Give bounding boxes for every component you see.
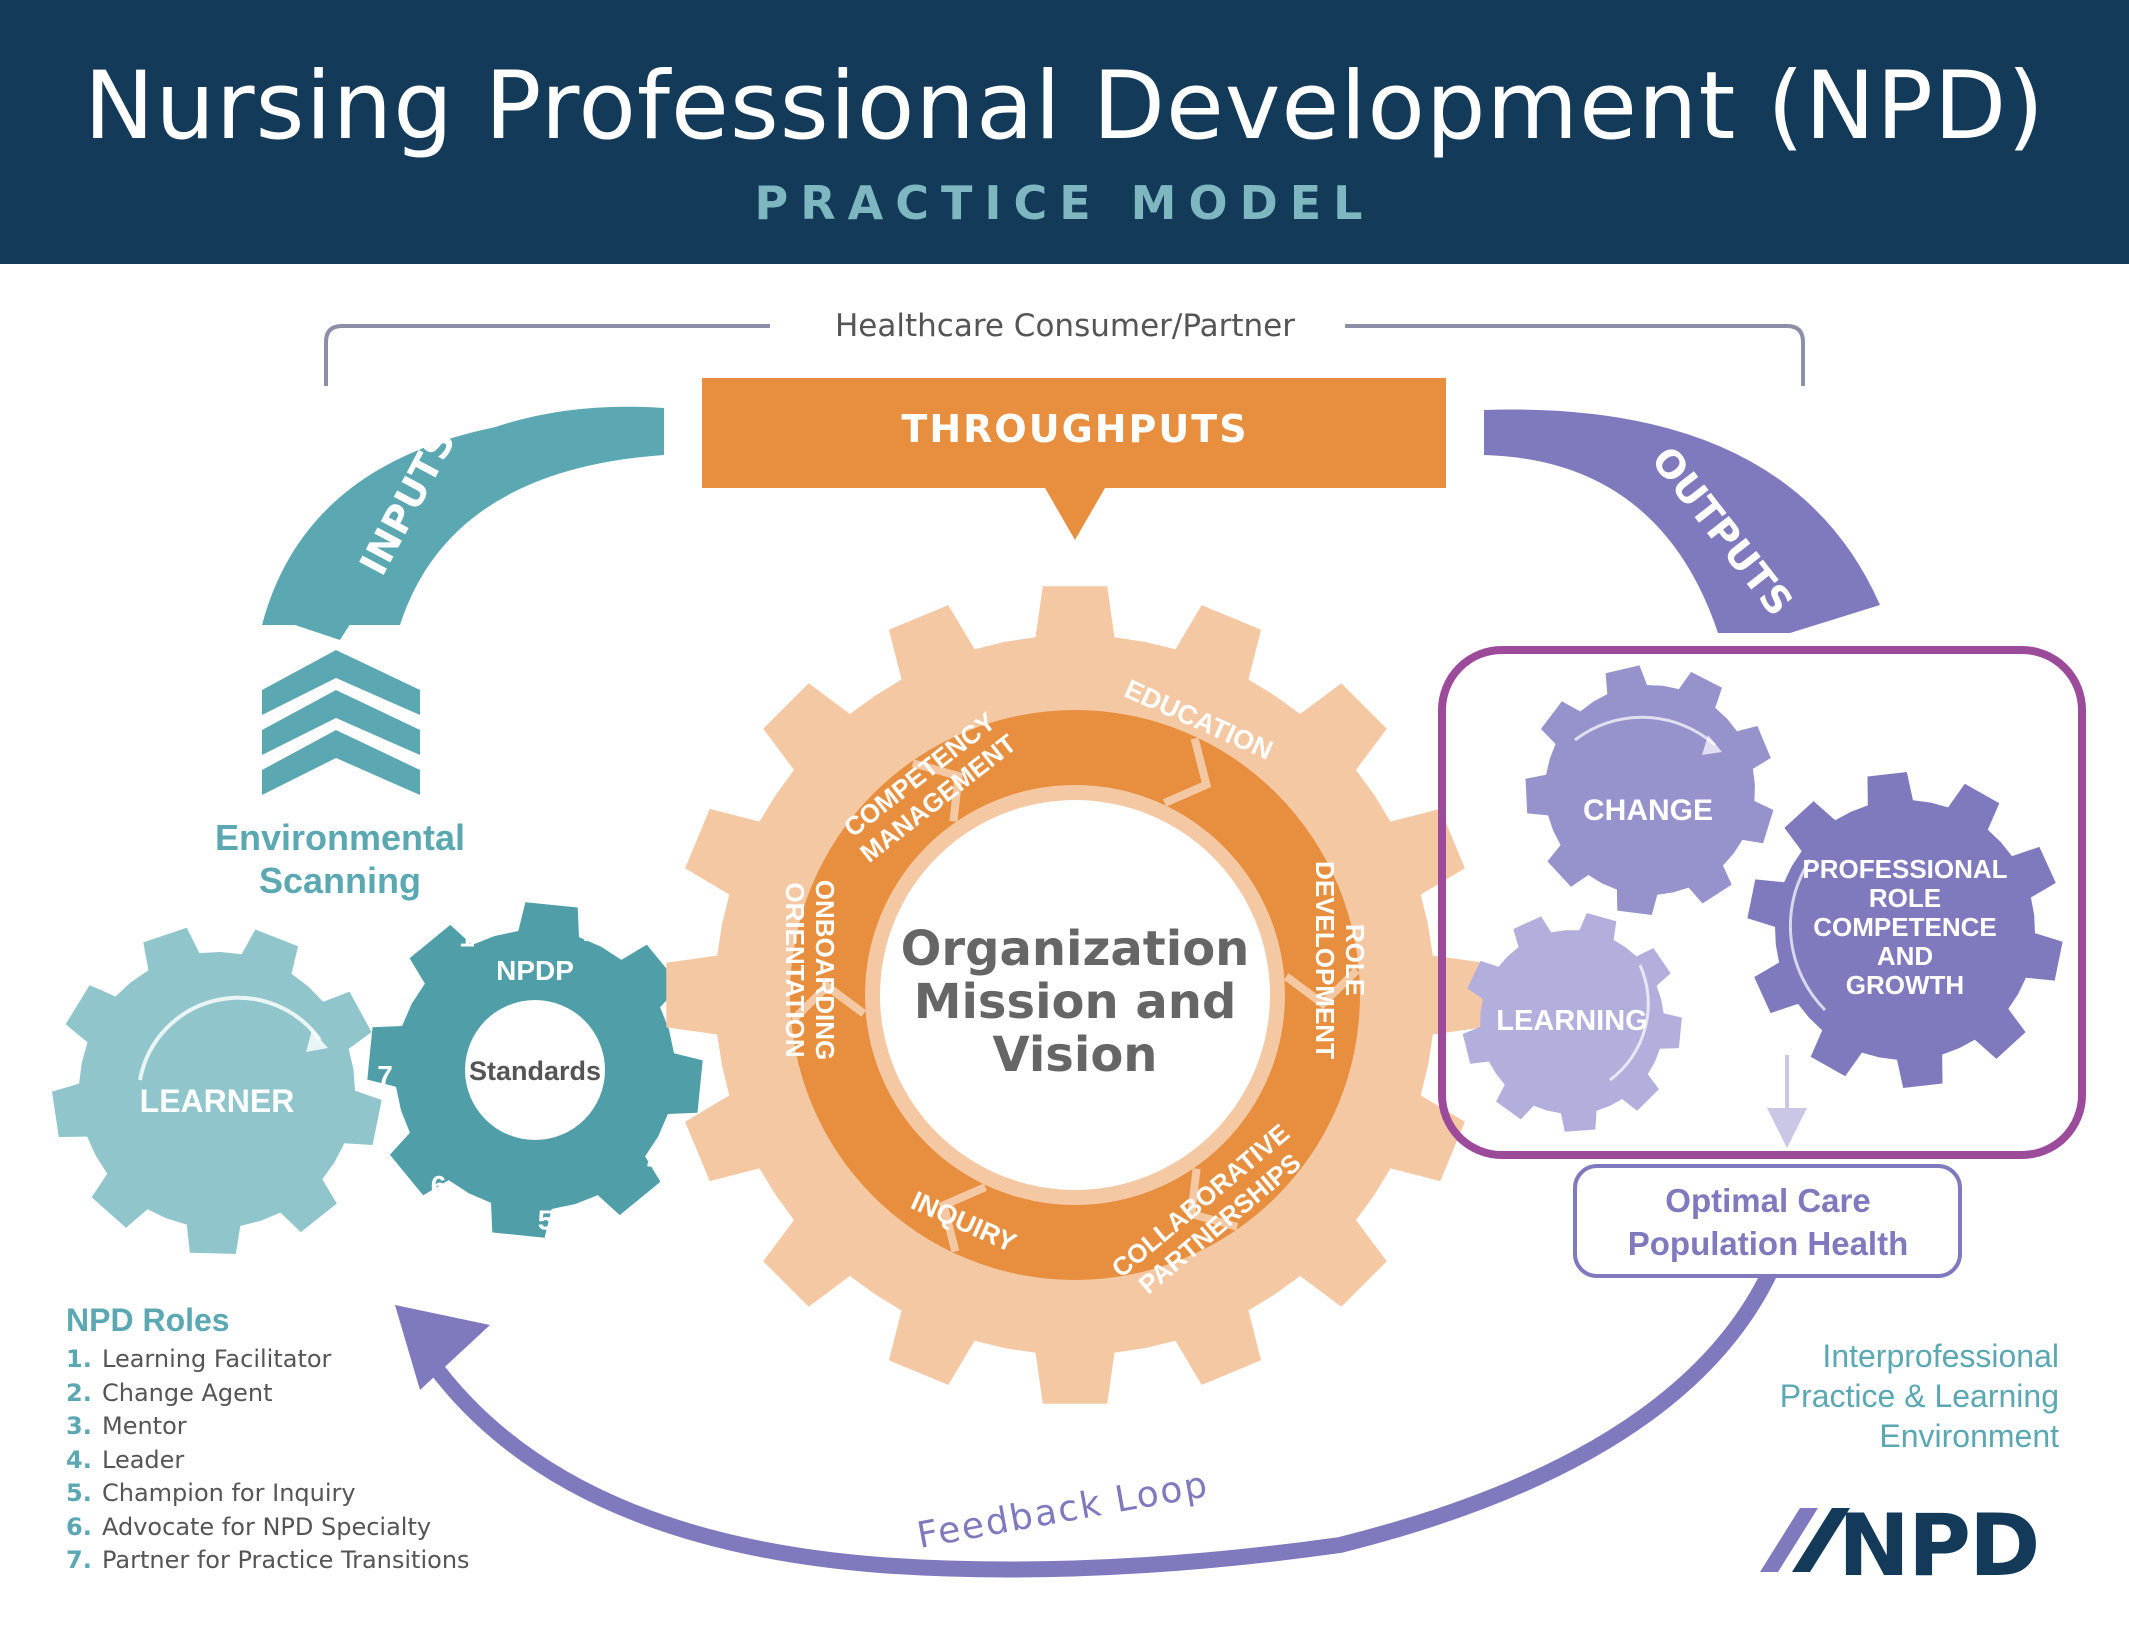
feedback-loop-arrow	[423, 1268, 1778, 1578]
learner-label: LEARNER	[140, 1083, 295, 1119]
role-label: Partner for Practice Transitions	[102, 1546, 470, 1574]
svg-text:ONBOARDING: ONBOARDING	[810, 880, 840, 1061]
svg-text:AND: AND	[1877, 941, 1933, 971]
feedback-loop-label: Feedback Loop	[914, 1464, 1212, 1557]
role-number: 6.	[66, 1512, 92, 1541]
role-label: Learning Facilitator	[102, 1345, 332, 1373]
svg-text:DEVELOPMENT: DEVELOPMENT	[1310, 861, 1340, 1059]
center-title-line3: Vision	[993, 1027, 1158, 1083]
change-label: CHANGE	[1583, 794, 1713, 827]
chevron-up-icon	[262, 730, 420, 795]
npdp-number: 3	[675, 1029, 691, 1060]
npdp-center	[465, 1000, 605, 1140]
role-number: 1.	[66, 1345, 92, 1373]
segment-onboarding: ONBOARDING ORIENTATION	[780, 880, 840, 1061]
interprofessional-line2: Practice & Learning	[1779, 1378, 2059, 1414]
environmental-scanning-line2: Scanning	[259, 860, 421, 901]
list-item: 1. Learning Facilitator	[66, 1343, 470, 1377]
role-number: 5.	[66, 1479, 92, 1507]
svg-text:ROLE: ROLE	[1869, 883, 1941, 913]
segment-divider	[1283, 967, 1360, 1009]
bracket-label: Healthcare Consumer/Partner	[835, 308, 1295, 344]
optimal-care-box	[1573, 1164, 1962, 1278]
npd-roles-title: NPD Roles	[66, 1302, 230, 1338]
npdp-label: NPDP	[496, 955, 574, 986]
feedback-arrowhead-icon	[395, 1305, 490, 1390]
change-gear	[1525, 665, 1774, 915]
role-label: Leader	[102, 1445, 185, 1474]
list-item: 2. Change Agent	[66, 1377, 470, 1411]
standards-label: Standards	[469, 1056, 601, 1086]
npdp-number: 5	[538, 1205, 554, 1236]
npdp-number: 6	[431, 1170, 447, 1201]
center-title-line2: Mission and	[914, 974, 1237, 1030]
segment-divider	[790, 981, 867, 1023]
svg-text:ORIENTATION: ORIENTATION	[780, 882, 810, 1057]
list-item: 4. Leader	[66, 1444, 470, 1478]
professional-gear	[1747, 772, 2063, 1088]
optimal-care-line2: Population Health	[1628, 1225, 1909, 1262]
g-learner-shape	[52, 927, 382, 1254]
svg-text:COMPETENCE: COMPETENCE	[1813, 912, 1996, 942]
role-number: 7.	[66, 1546, 92, 1574]
optimal-care-line1: Optimal Care	[1665, 1182, 1870, 1219]
list-item: 5. Champion for Inquiry	[66, 1477, 470, 1511]
role-number: 3.	[66, 1412, 92, 1440]
g-learning-shape	[1462, 913, 1682, 1132]
g-prof-shape	[1747, 772, 2063, 1088]
role-number: 4.	[66, 1445, 92, 1474]
segment-divider	[1163, 737, 1212, 807]
npdp-number: 2	[583, 916, 599, 947]
segment-divider	[1187, 1168, 1239, 1231]
svg-text:PROFESSIONAL: PROFESSIONAL	[1802, 854, 2007, 884]
role-label: Change Agent	[102, 1378, 273, 1407]
npdp-numbers: 1 2 3 4 5 6 7	[377, 916, 690, 1236]
bracket-left	[324, 324, 770, 386]
page-title: Nursing Professional Development (NPD)	[84, 52, 2045, 161]
npd-logo-slashes-icon	[1760, 1508, 1850, 1572]
g-change-shape	[1525, 665, 1774, 915]
npdp-number: 7	[377, 1060, 393, 1091]
segment-divider	[938, 1183, 987, 1253]
outputs-highlight-box	[1438, 646, 2086, 1159]
interprofessional-line3: Environment	[1879, 1418, 2059, 1454]
role-label: Mentor	[102, 1412, 187, 1440]
segment-role: ROLE DEVELOPMENT	[1310, 861, 1370, 1059]
list-item: 3. Mentor	[66, 1410, 470, 1444]
outputs-arrow	[1484, 409, 1880, 633]
learning-gear	[1462, 913, 1682, 1132]
interprofessional-line1: Interprofessional	[1822, 1338, 2059, 1374]
professional-label: PROFESSIONAL ROLE COMPETENCE AND GROWTH	[1802, 854, 2007, 1000]
throughputs-label: THROUGHPUTS	[901, 407, 1248, 451]
npdp-number: 4	[647, 1145, 663, 1176]
bracket-right	[1345, 324, 1805, 386]
chevron-up-icon	[262, 650, 420, 715]
header-bar: Nursing Professional Development (NPD) P…	[0, 0, 2129, 264]
npd-roles-legend: NPD Roles 1. Learning Facilitator 2. Chang…	[66, 1302, 470, 1578]
npd-roles-list: 1. Learning Facilitator 2. Change Agent 3.…	[66, 1343, 470, 1578]
page-subtitle: PRACTICE MODEL	[754, 176, 1375, 230]
center-disc	[880, 800, 1270, 1190]
throughputs-banner	[702, 378, 1446, 540]
role-label: Advocate for NPD Specialty	[102, 1512, 432, 1541]
list-item: 7. Partner for Practice Transitions	[66, 1544, 470, 1578]
npd-logo: NPD	[1838, 1496, 2040, 1596]
learner-gear	[52, 927, 382, 1254]
svg-text:GROWTH: GROWTH	[1846, 970, 1964, 1000]
segment-dividers	[790, 737, 1360, 1253]
list-item: 6. Advocate for NPD Specialty	[66, 1511, 470, 1545]
npdp-number: 1	[459, 921, 475, 952]
role-number: 2.	[66, 1378, 92, 1407]
interprofessional-label: Interprofessional Practice & Learning En…	[1780, 1336, 2059, 1456]
chevron-up-icon	[262, 690, 420, 755]
center-title-line1: Organization	[901, 921, 1250, 977]
learning-label: LEARNING	[1496, 1005, 1647, 1037]
environmental-scanning-line1: Environmental	[215, 817, 465, 858]
svg-text:ROLE: ROLE	[1340, 924, 1370, 996]
role-label: Champion for Inquiry	[102, 1479, 356, 1507]
segment-divider	[911, 759, 963, 822]
